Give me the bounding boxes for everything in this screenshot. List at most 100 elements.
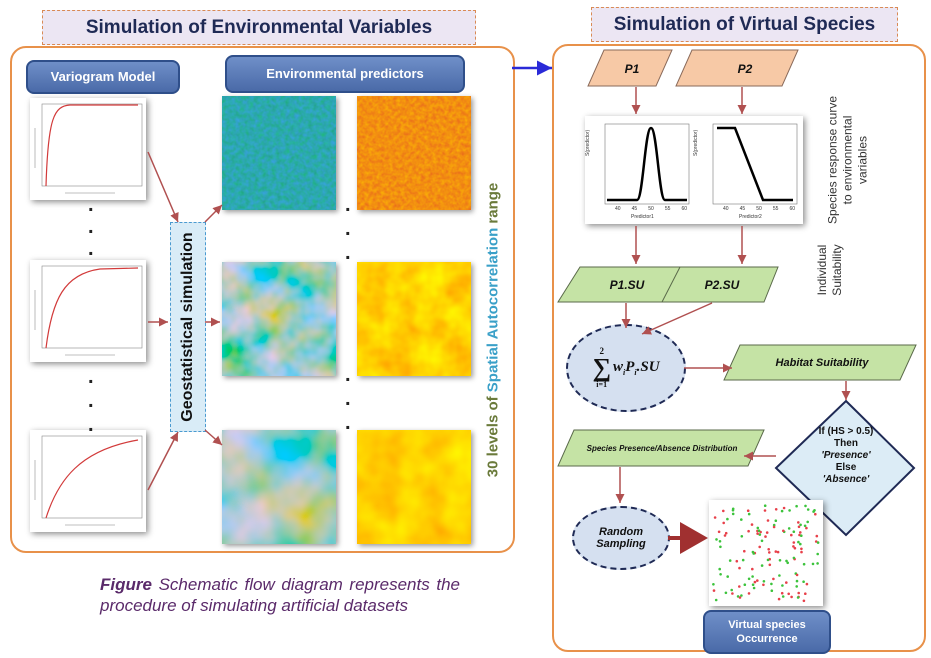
absence-point bbox=[781, 584, 784, 587]
sum-sigma: ∑ bbox=[592, 353, 611, 382]
presence-point bbox=[795, 573, 799, 577]
absence-point bbox=[747, 577, 751, 581]
ellipsis-dot: . bbox=[88, 390, 94, 412]
absence-point bbox=[774, 519, 778, 522]
presence-point bbox=[765, 531, 769, 534]
absence-point bbox=[799, 542, 802, 546]
presence-point bbox=[762, 583, 765, 587]
absence-point bbox=[751, 575, 754, 578]
absence-point bbox=[795, 585, 798, 588]
absence-point bbox=[741, 558, 745, 562]
absence-point bbox=[816, 541, 820, 544]
decision-line-if: If (HS > 0.5) bbox=[818, 426, 874, 437]
decision-line-then: Then bbox=[834, 438, 858, 449]
presence-point bbox=[722, 521, 725, 525]
presence-point bbox=[763, 509, 767, 512]
presence-point bbox=[776, 550, 780, 554]
presence-point bbox=[774, 508, 778, 511]
variogram-model-label: Variogram Model bbox=[26, 60, 180, 94]
absence-point bbox=[757, 529, 761, 532]
variogram-plot-2 bbox=[30, 260, 146, 362]
variogram-plot-3 bbox=[30, 430, 146, 532]
predictor-p1: P1 bbox=[624, 62, 640, 76]
absence-point bbox=[712, 583, 715, 586]
ellipsis-dot: . bbox=[88, 194, 94, 216]
presence-point bbox=[790, 595, 793, 599]
absence-point bbox=[788, 509, 791, 512]
ellipsis-dot: . bbox=[345, 364, 351, 386]
absence-point bbox=[800, 534, 803, 537]
presence-point bbox=[753, 580, 757, 584]
presence-point bbox=[747, 592, 751, 595]
ellipsis-dot: . bbox=[345, 218, 351, 240]
presence-point bbox=[793, 546, 797, 550]
absence-point bbox=[780, 509, 784, 513]
habitat-suitability: Habitat Suitability bbox=[775, 357, 869, 369]
presence-point bbox=[756, 579, 759, 582]
presence-point bbox=[713, 516, 717, 519]
weighted-sum-formula: 2 ∑ i=1 wiPi.SU bbox=[566, 324, 686, 412]
sum-upper: 2 bbox=[599, 346, 604, 356]
decision-rule: If (HS > 0.5) Then 'Presence' Else 'Abse… bbox=[796, 426, 896, 486]
presence-point bbox=[790, 533, 793, 537]
presence-point bbox=[746, 509, 750, 512]
predictor-p2: P2 bbox=[737, 62, 753, 76]
decision-line-else: Else bbox=[835, 462, 857, 473]
absence-point bbox=[816, 562, 819, 565]
absence-point bbox=[781, 595, 785, 598]
presence-point bbox=[735, 559, 739, 563]
presence-point bbox=[787, 592, 790, 596]
ellipsis-dot: . bbox=[88, 238, 94, 260]
presence-point bbox=[777, 597, 781, 601]
absence-point bbox=[766, 558, 770, 562]
presence-point bbox=[758, 545, 761, 549]
presence-point bbox=[747, 529, 750, 533]
presence-point bbox=[782, 529, 785, 533]
absence-point bbox=[778, 559, 782, 562]
presence-point bbox=[723, 534, 727, 537]
presence-point bbox=[767, 548, 770, 551]
presence-point bbox=[792, 541, 796, 544]
absence-point bbox=[816, 552, 819, 556]
ellipsis-dot: . bbox=[88, 216, 94, 238]
presence-point bbox=[743, 549, 746, 553]
occurrence-map bbox=[709, 500, 823, 606]
plot2-xlabel: Predictor2 bbox=[739, 214, 762, 220]
formula-p: P bbox=[625, 359, 635, 375]
presence-point bbox=[802, 599, 806, 603]
absence-point bbox=[795, 504, 798, 508]
absence-point bbox=[715, 538, 718, 541]
absence-point bbox=[731, 508, 735, 512]
presence-point bbox=[738, 566, 741, 570]
absence-point bbox=[726, 517, 729, 521]
absence-point bbox=[752, 586, 756, 590]
absence-point bbox=[730, 588, 733, 592]
absence-point bbox=[760, 564, 764, 567]
presence-point bbox=[750, 523, 754, 526]
absence-point bbox=[799, 523, 802, 527]
presence-point bbox=[799, 531, 802, 534]
formula-p-index: i bbox=[634, 368, 637, 377]
absence-point bbox=[792, 530, 796, 533]
formula-w-index: i bbox=[622, 368, 626, 377]
presence-point bbox=[772, 577, 775, 581]
ellipsis-dot: . bbox=[88, 366, 94, 388]
presence-point bbox=[724, 531, 728, 535]
absence-point bbox=[770, 589, 774, 592]
absence-point bbox=[811, 562, 815, 566]
decision-line-absence: 'Absence' bbox=[822, 474, 870, 485]
predictor-map-medium-1 bbox=[222, 262, 336, 376]
absence-point bbox=[772, 523, 776, 527]
presence-point bbox=[766, 519, 770, 522]
absence-point bbox=[812, 510, 815, 513]
presence-point bbox=[780, 591, 784, 595]
ellipsis-dot: . bbox=[345, 242, 351, 264]
presence-point bbox=[814, 512, 817, 516]
absence-point bbox=[806, 508, 810, 511]
presence-point bbox=[768, 563, 772, 567]
presence-point bbox=[774, 550, 778, 553]
